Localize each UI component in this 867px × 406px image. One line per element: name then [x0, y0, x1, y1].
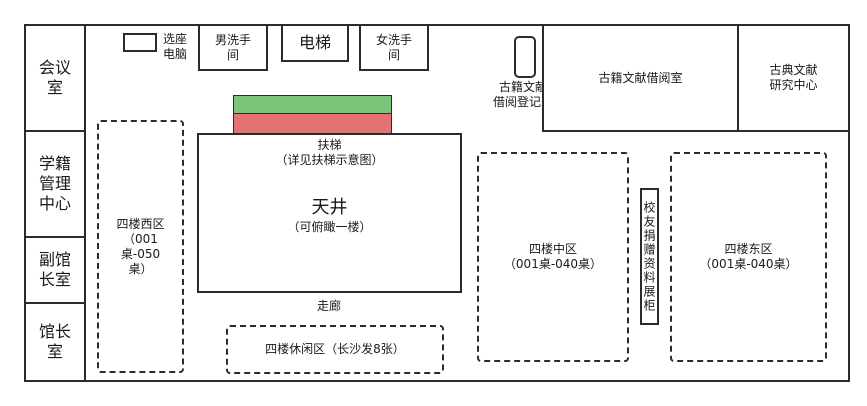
alumni-donation-cabinet[interactable]: 校友捐赠资料展柜 [640, 188, 659, 325]
elevator[interactable]: 电梯 [281, 24, 349, 62]
escalator-label: 扶梯 （详见扶梯示意图） [275, 138, 384, 167]
classic-literature-research-center[interactable]: 古典文献 研究中心 [737, 24, 850, 132]
seat-selection-computer-label: 选座 电脑 [162, 32, 187, 61]
deputy-curator-office[interactable]: 副馆 长室 [24, 236, 86, 304]
atrium [197, 133, 462, 293]
atrium-subtitle: （可俯瞰一楼） [287, 220, 372, 234]
ancient-books-reading-room[interactable]: 古籍文献借阅室 [542, 24, 739, 132]
womens-washroom[interactable]: 女洗手 间 [359, 24, 429, 71]
escalator-up-bar [233, 95, 392, 114]
middle-zone[interactable]: 四楼中区 （001桌-040桌） [477, 152, 629, 362]
registration-desk-icon[interactable] [514, 36, 536, 78]
meeting-room[interactable]: 会议 室 [24, 24, 86, 132]
lounge-zone[interactable]: 四楼休闲区（长沙发8张） [226, 325, 444, 374]
curator-office[interactable]: 馆长 室 [24, 302, 86, 382]
mens-washroom[interactable]: 男洗手 间 [198, 24, 268, 71]
alumni-donation-cabinet-label: 校友捐赠资料展柜 [642, 200, 656, 313]
east-zone[interactable]: 四楼东区 （001桌-040桌） [670, 152, 827, 362]
student-records-center[interactable]: 学籍 管理 中心 [24, 130, 86, 238]
escalator-down-bar [233, 113, 392, 134]
seat-selection-computer-icon[interactable] [123, 33, 157, 52]
west-zone[interactable]: 四楼西区 （001 桌-050 桌） [97, 120, 184, 373]
atrium-title: 天井 [311, 197, 348, 218]
corridor-label: 走廊 [316, 299, 341, 313]
ancient-books-registration-label: 古籍文献 借阅登记处 [492, 80, 553, 109]
